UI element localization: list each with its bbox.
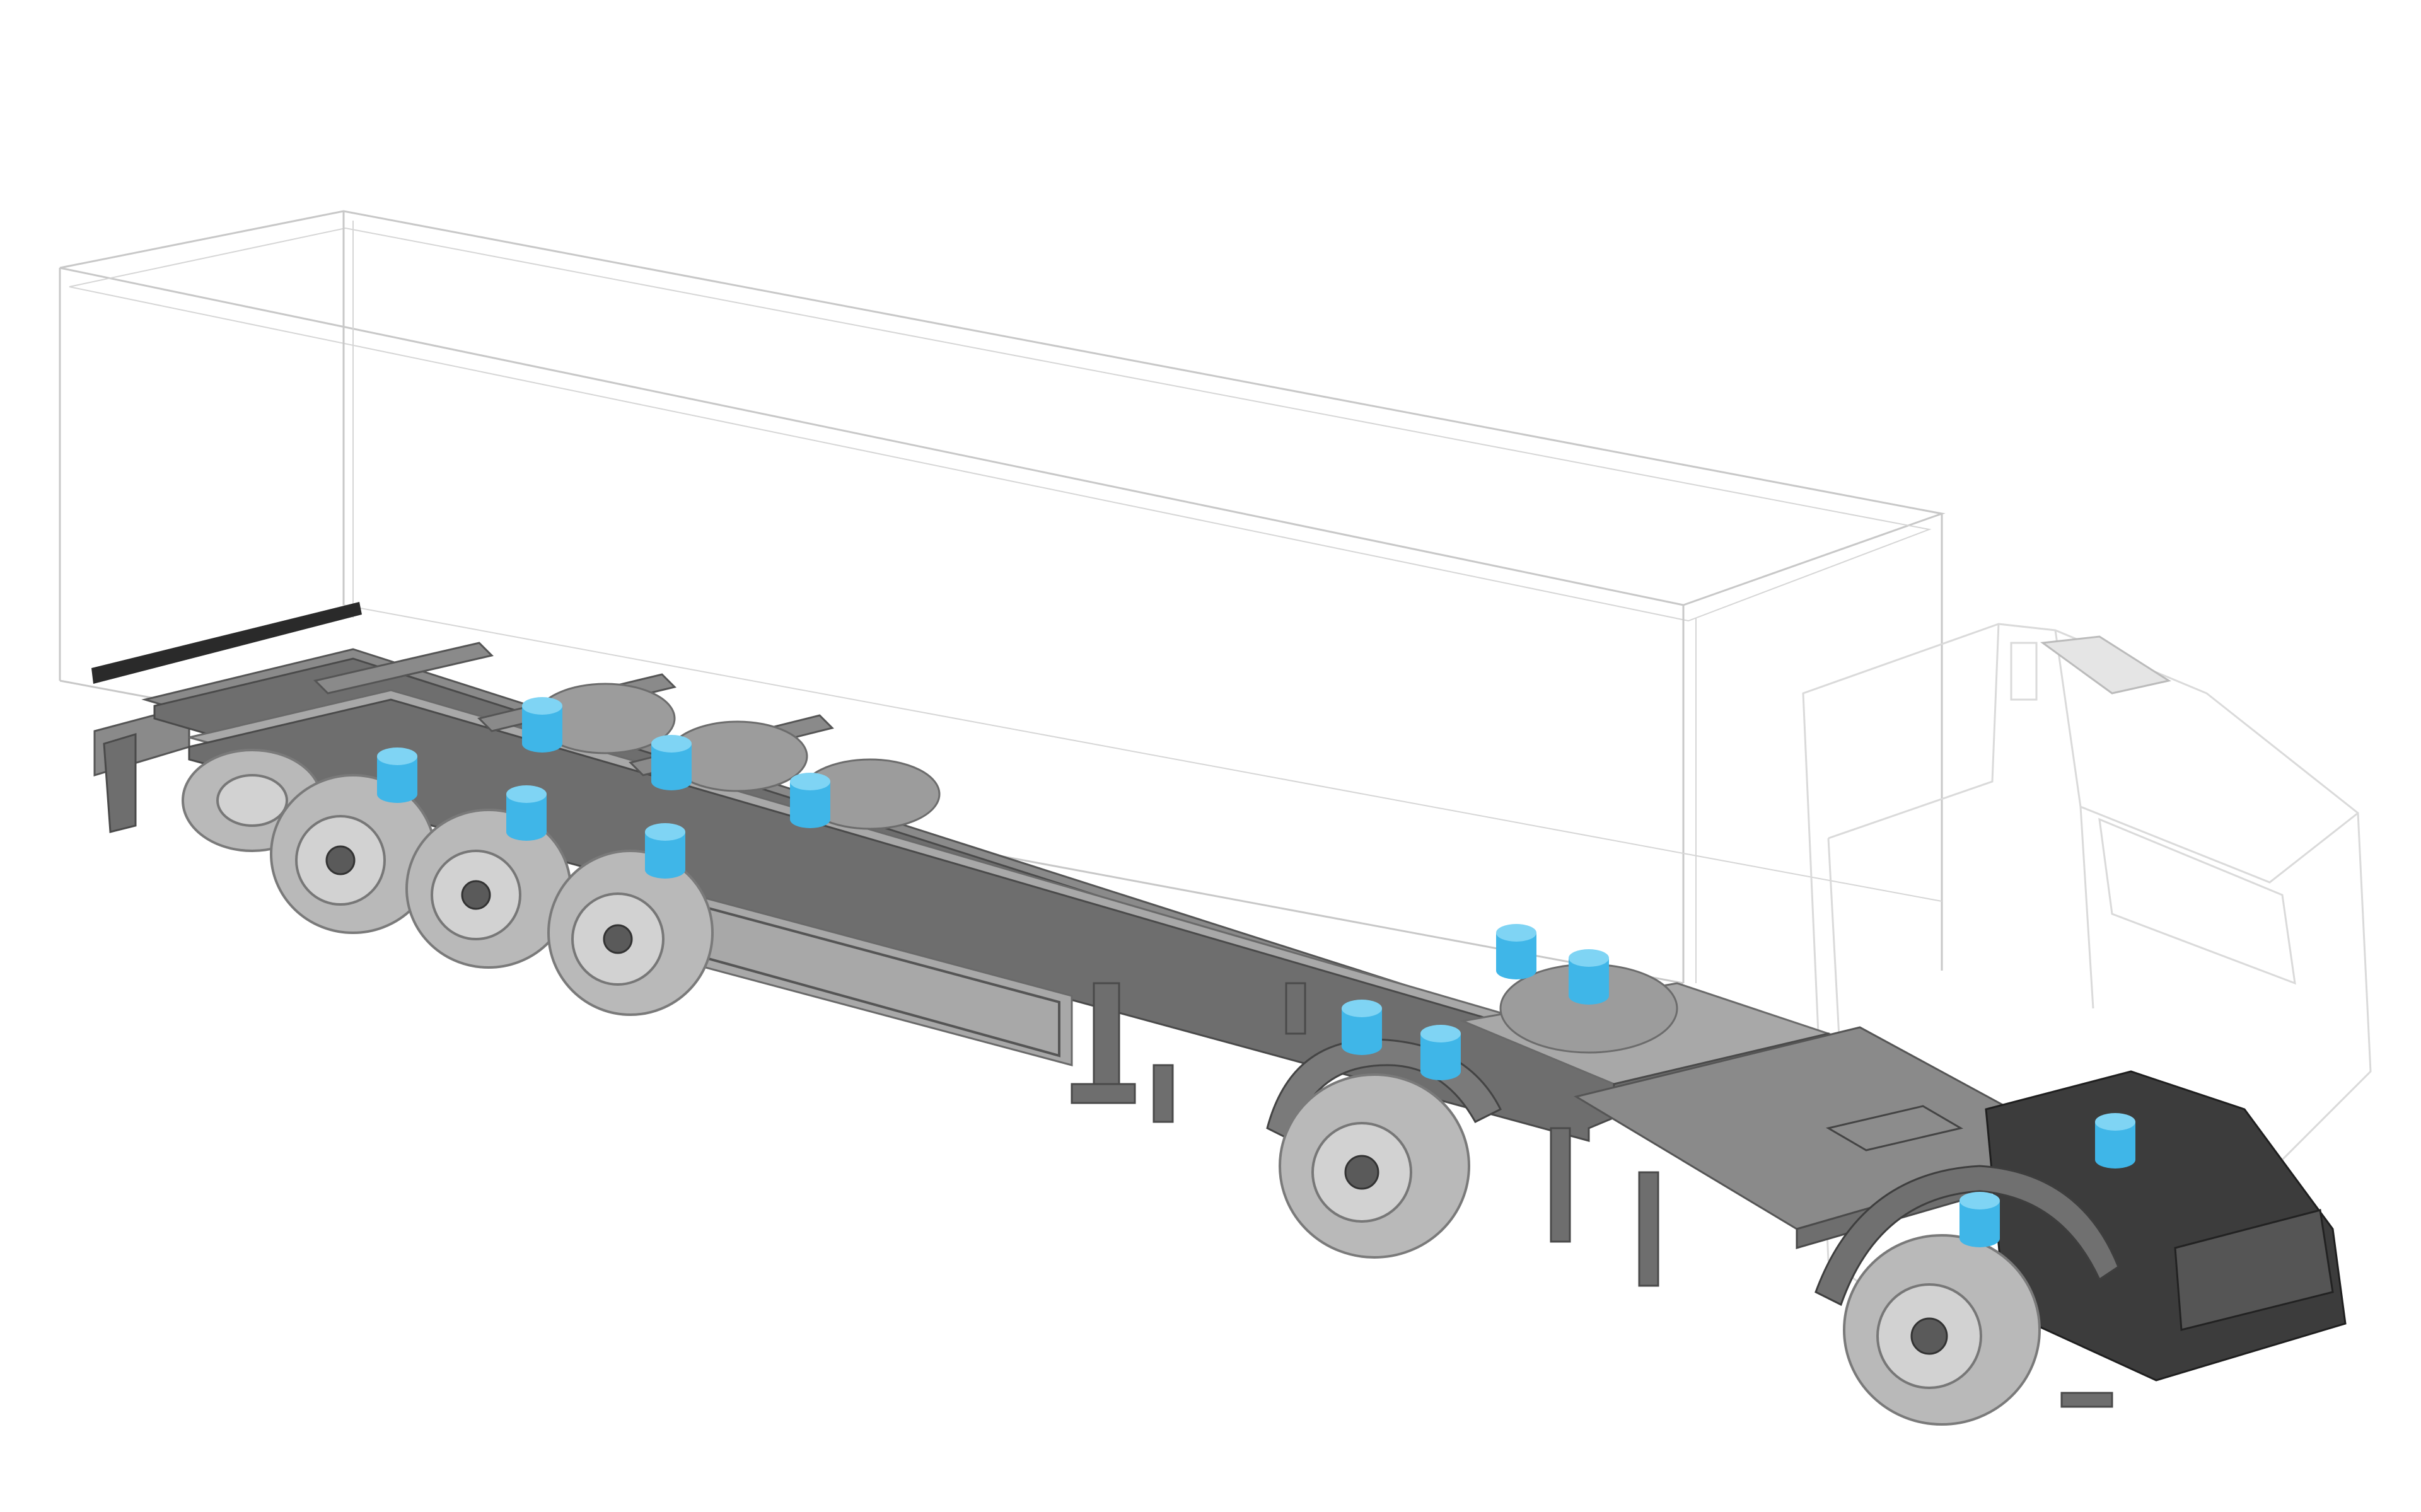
sensor-7 [1496,924,1536,979]
tractor-front-axle [1843,1234,2041,1426]
sensor-3 [790,773,830,828]
sensor-12 [1959,1192,2000,1247]
sensor-markers [377,697,2135,1247]
trailer-wheel-2 [405,809,572,969]
tractor-drive-wheel [1279,1073,1470,1259]
sensor-9 [1342,1000,1382,1055]
trailer-chassis [93,642,1705,1142]
sensor-10 [1420,1025,1461,1080]
trailer-wheel-3 [547,850,714,1016]
sensor-11 [2095,1113,2135,1169]
sensor-5 [506,785,547,841]
sensor-4 [377,747,417,803]
sensor-6 [645,823,685,879]
tractor-chassis [1459,982,2347,1408]
trailer-rear-axles [270,683,941,1016]
sensor-1 [522,697,562,753]
sensor-8 [1569,949,1609,1005]
tractor-front-wheel [1843,1234,2041,1426]
trailer-wheel-1 [270,774,436,934]
sensor-2 [651,735,692,790]
